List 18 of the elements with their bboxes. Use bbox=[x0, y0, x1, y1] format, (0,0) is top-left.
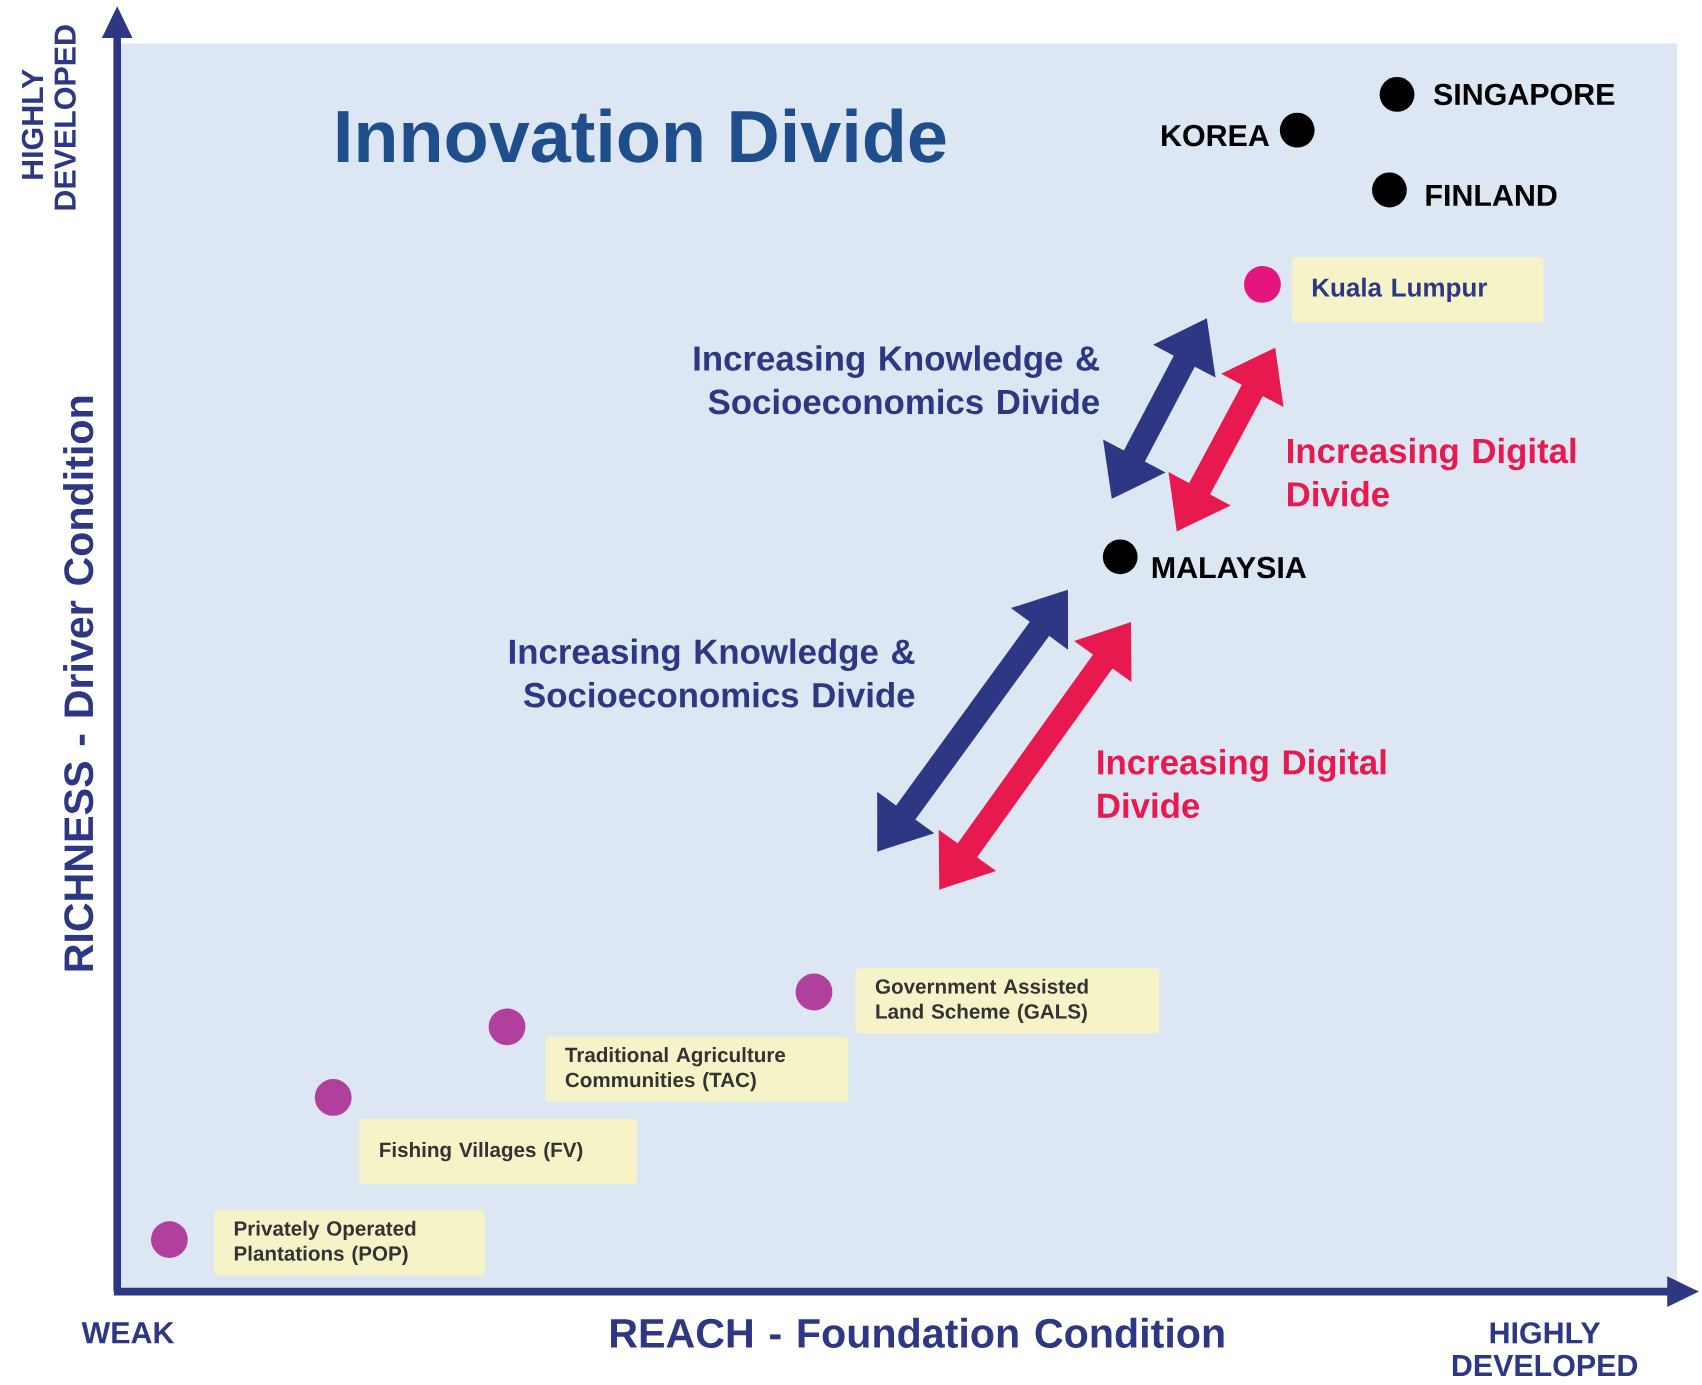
axis-label: HIGHLY DEVELOPED bbox=[21, 25, 76, 210]
edge-label: Increasing Digital Divide bbox=[1288, 437, 1576, 507]
location-box: Government Assisted Land Scheme (GALS) bbox=[795, 968, 1160, 1034]
country-label: MALAYSIA bbox=[1102, 539, 1306, 579]
axis-label: REACH - Foundation Condition bbox=[611, 1317, 1224, 1348]
location-box: Kuala Lumpur bbox=[1244, 257, 1544, 323]
axis-label: HIGHLY DEVELOPED bbox=[1452, 1322, 1638, 1377]
axis-label: RICHNESS - Driver Condition bbox=[63, 396, 94, 971]
country-label: SINGAPORE bbox=[1379, 77, 1615, 112]
edge-label: Increasing Digital Divide bbox=[1098, 749, 1386, 819]
axis-label: WEAK bbox=[81, 1322, 175, 1344]
edge-label: Increasing Knowledge & Socioeconomics Divide bbox=[509, 638, 915, 708]
edge-label: Increasing Knowledge & Socioeconomics Divide bbox=[694, 345, 1100, 415]
title: Innovation Divide bbox=[337, 108, 946, 163]
location-box: Traditional Agriculture Communities (TAC) bbox=[488, 1008, 849, 1102]
country-label: KOREA bbox=[1162, 112, 1315, 148]
country-label: FINLAND bbox=[1372, 172, 1557, 208]
location-box: Privately Operated Plantations (POP) bbox=[151, 1210, 486, 1276]
